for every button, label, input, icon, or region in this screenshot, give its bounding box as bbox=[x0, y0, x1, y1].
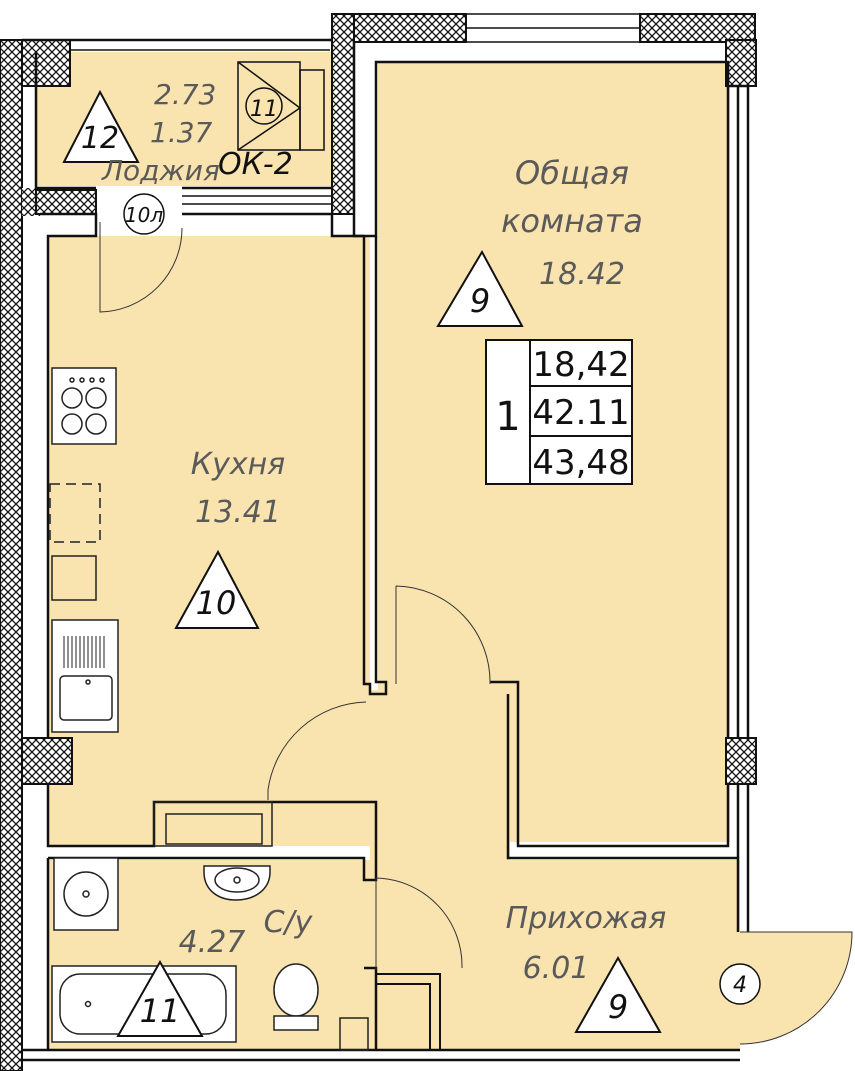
loggia-tag: 12 bbox=[81, 121, 119, 156]
summary-total-area: 42.11 bbox=[532, 393, 629, 433]
washing-machine-icon bbox=[53, 857, 119, 931]
loggia-name: Лоджия bbox=[101, 154, 220, 187]
living-bottom bbox=[490, 680, 740, 932]
kitchen-tag: 10 bbox=[196, 584, 237, 622]
kitchen-triangle-icon bbox=[174, 549, 260, 629]
window-marker-label: 11 bbox=[250, 97, 278, 122]
fridge-icon bbox=[51, 555, 97, 601]
wall-lines bbox=[22, 13, 750, 1062]
bathroom-name: С/у bbox=[264, 905, 314, 940]
labels: 2.73 1.37 Лоджия 12 11 ОК-2 10л Общая ко… bbox=[81, 78, 747, 1030]
hall-tag: 9 bbox=[608, 988, 628, 1026]
summary-rooms-count: 1 bbox=[495, 394, 520, 440]
kitchen-fixtures bbox=[49, 367, 273, 847]
kitchen-bottom bbox=[46, 784, 378, 882]
summary-living-area: 18,42 bbox=[532, 345, 629, 385]
hall-area: 6.01 bbox=[523, 951, 590, 986]
living-name-line2: комната bbox=[501, 202, 643, 240]
counter-icon bbox=[153, 801, 273, 847]
stove-icon bbox=[51, 367, 117, 445]
toilet-icon bbox=[273, 963, 319, 1031]
living-right-lower bbox=[736, 784, 750, 932]
kitchen-floor bbox=[48, 236, 370, 846]
window-type-label: ОК-2 bbox=[218, 147, 293, 182]
hall-triangle-icon bbox=[574, 955, 662, 1033]
tag-triangles bbox=[62, 89, 662, 1037]
doors bbox=[99, 222, 853, 1045]
column-top-left bbox=[21, 39, 71, 87]
entry-marker-label: 4 bbox=[733, 973, 747, 998]
entry-marker-circle bbox=[719, 963, 761, 1005]
living-area: 18.42 bbox=[539, 257, 625, 292]
loggia-area-full: 2.73 bbox=[154, 78, 216, 111]
floor-fills bbox=[36, 52, 852, 1050]
living-inner-left bbox=[362, 236, 388, 696]
living-triangle-icon bbox=[436, 249, 524, 327]
left-wall-hatch bbox=[0, 39, 23, 1071]
door-marker-circle bbox=[123, 193, 165, 235]
loggia-area-reduced: 1.37 bbox=[150, 116, 213, 149]
window-marker-circle bbox=[245, 87, 283, 125]
kitchen-outline bbox=[40, 212, 364, 738]
living-right-inner bbox=[726, 86, 740, 738]
bathroom-tag: 11 bbox=[140, 992, 181, 1030]
loggia-markers bbox=[123, 61, 761, 1005]
column-mid-left bbox=[21, 737, 73, 785]
living-tag: 9 bbox=[470, 282, 490, 320]
summary-total-cell bbox=[529, 385, 633, 437]
washbasin-icon bbox=[203, 865, 271, 901]
exterior-walls bbox=[0, 13, 757, 1071]
hall-name: Прихожая bbox=[506, 901, 667, 936]
column-mid-right bbox=[725, 737, 757, 785]
summary-loggia-cell bbox=[529, 435, 633, 485]
summary-living-cell bbox=[529, 339, 633, 387]
sink-icon bbox=[51, 619, 119, 733]
living-door-swing bbox=[395, 585, 491, 685]
ventilation-duct bbox=[299, 69, 325, 151]
loggia-bottom-wall-hatch bbox=[35, 189, 97, 215]
bathroom-fixtures bbox=[51, 857, 369, 1051]
hall-bottom bbox=[22, 1048, 740, 1062]
door-marker-label: 10л bbox=[125, 203, 163, 227]
kitchen-hall-door-swing bbox=[267, 701, 367, 800]
living-window bbox=[466, 13, 640, 43]
wc-box bbox=[376, 973, 441, 1050]
summary-table bbox=[485, 339, 633, 485]
kitchen-name: Кухня bbox=[191, 447, 285, 482]
column-top-right bbox=[725, 39, 757, 87]
summary-total-with-loggia: 43,48 bbox=[532, 443, 629, 483]
loggia-outline bbox=[22, 38, 332, 190]
entry-door-swing bbox=[739, 931, 853, 1045]
shaft-icon bbox=[339, 1017, 369, 1051]
bathroom-triangle-icon bbox=[116, 959, 204, 1037]
bath-door-swing bbox=[375, 877, 463, 970]
summary-rooms-cell bbox=[485, 339, 531, 485]
dishwasher-icon bbox=[49, 483, 101, 543]
kitchen-window bbox=[182, 195, 332, 205]
kitchen-door-swing bbox=[99, 222, 183, 313]
loggia-triangle-icon bbox=[62, 89, 140, 163]
top-wall-hatch-right bbox=[639, 13, 756, 43]
entry-door-swing-fill bbox=[740, 932, 852, 1044]
loggia-right-wall-hatch bbox=[331, 13, 355, 215]
living-name-line1: Общая bbox=[515, 154, 629, 192]
bathroom-area: 4.27 bbox=[179, 925, 246, 960]
kitchen-area: 13.41 bbox=[195, 495, 281, 530]
